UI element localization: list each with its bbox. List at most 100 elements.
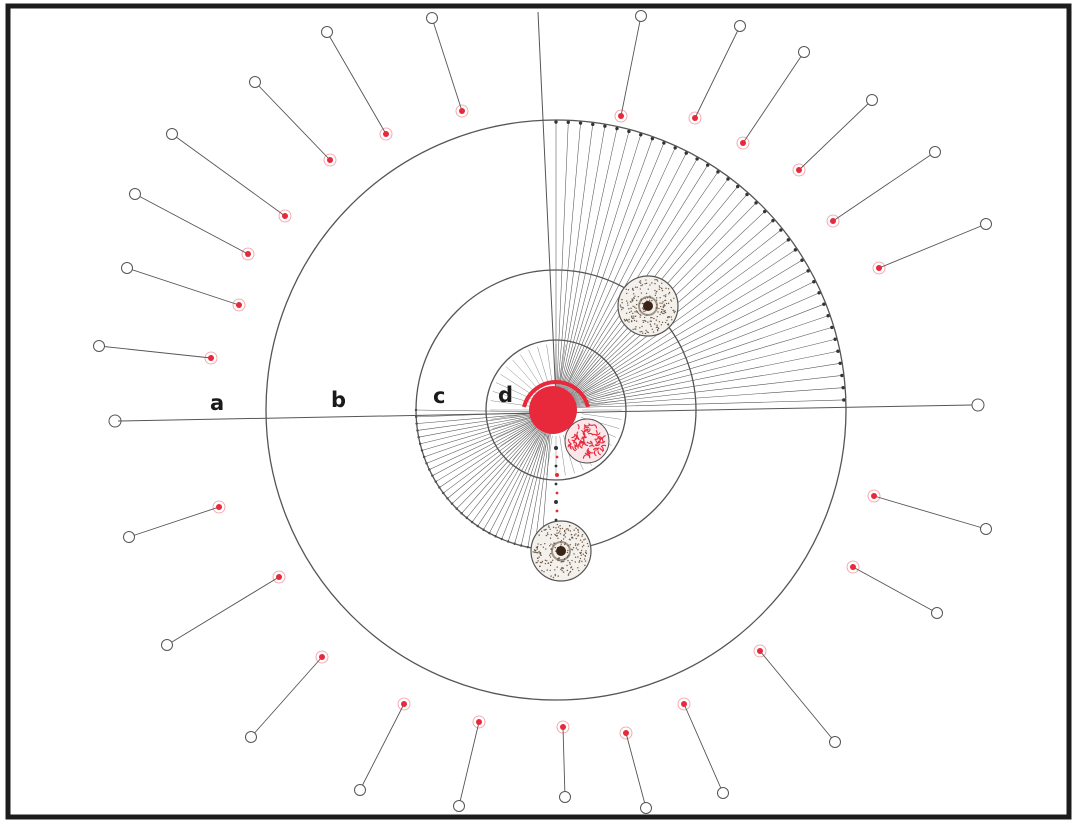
lower-fan-line	[527, 411, 553, 548]
inner-fan-line	[559, 344, 566, 385]
marker-star	[327, 157, 333, 163]
satellite-stipple	[650, 317, 652, 319]
satellite-stipple	[656, 330, 659, 332]
upper-fan-tick	[840, 373, 844, 378]
inner-fan-line	[546, 435, 553, 476]
satellite-stipple	[643, 310, 645, 313]
satellite-stipple	[625, 300, 628, 302]
satellite-stipple	[668, 293, 670, 295]
satellite-stipple	[667, 288, 670, 290]
satellite-stipple	[567, 549, 569, 552]
satellite-stipple	[554, 573, 556, 576]
upper-fan-line	[555, 124, 594, 409]
satellite-stipple	[533, 551, 536, 553]
satellite-stipple	[536, 547, 539, 549]
satellite-stipple	[641, 307, 644, 309]
satellite-stipple	[567, 529, 570, 531]
satellite-stipple	[631, 315, 633, 317]
satellite-stipple	[549, 528, 551, 530]
patterned-disc-squiggle	[599, 437, 604, 443]
marker-connector-line	[798, 99, 873, 171]
inner-fan-line	[528, 433, 546, 471]
marker-star	[459, 108, 465, 114]
satellite-stipple	[541, 569, 543, 572]
satellite-stipple	[625, 288, 627, 290]
satellite-stipple	[624, 320, 626, 322]
upper-fan-tick	[830, 325, 834, 330]
satellite-stipple	[658, 285, 661, 287]
patterned-disc-squiggle	[594, 443, 601, 447]
satellite-stipple	[552, 576, 555, 579]
patterned-disc-squiggle	[593, 424, 598, 429]
marker-end-circle	[426, 12, 438, 24]
patterned-disc	[564, 418, 610, 464]
upper-fan-tick	[800, 258, 804, 262]
satellite-stipple	[621, 298, 623, 301]
satellite-stipple	[621, 302, 623, 304]
satellite-stipple	[664, 296, 667, 298]
fan-line-group	[414, 120, 846, 551]
inner-fan-line	[520, 354, 543, 389]
satellite-stipple	[563, 560, 565, 563]
satellite-stipple	[537, 560, 539, 562]
satellite-stipple	[536, 548, 538, 550]
satellite-stipple	[670, 306, 672, 309]
satellite-stipple	[630, 310, 632, 312]
inner-fan-line	[520, 431, 543, 466]
lower-fan-line	[477, 411, 553, 527]
satellite-stipple	[671, 319, 673, 321]
marker-connector-line	[832, 151, 936, 222]
patterned-disc-squiggle	[582, 431, 586, 437]
satellite-stipple	[570, 567, 572, 569]
small-orbit-circle	[485, 339, 627, 481]
satellite-stipple	[538, 556, 540, 558]
satellite-stipple	[578, 569, 580, 572]
patterned-disc-squiggle	[588, 450, 594, 454]
satellite-stipple	[634, 286, 637, 288]
satellite-stipple	[645, 282, 648, 285]
patterned-disc-squiggle	[574, 444, 578, 451]
satellite-stipple	[580, 551, 582, 554]
upper-fan-line	[555, 327, 832, 409]
satellite-stipple	[556, 523, 558, 526]
satellite-stipple	[639, 331, 641, 333]
patterned-disc-squiggle	[571, 434, 576, 439]
marker-halo	[241, 247, 255, 261]
satellite-stipple	[656, 315, 658, 318]
patterned-disc-squiggle	[583, 428, 589, 432]
satellite-stipple	[562, 538, 565, 540]
lower-fan-line	[514, 411, 553, 544]
patterned-disc-squiggle	[586, 447, 590, 454]
upper-fan-tick	[726, 177, 730, 181]
inner-fan-line	[500, 374, 535, 397]
marker-halo	[614, 109, 628, 123]
satellite-stipple	[549, 556, 552, 558]
marker-halo	[826, 214, 840, 228]
central-red-disc	[529, 386, 577, 434]
satellite-stipple	[622, 307, 625, 309]
satellite-stipple	[562, 571, 565, 573]
satellite-stipple	[583, 558, 586, 560]
satellite-stipple	[569, 563, 571, 565]
satellite-stipple	[556, 534, 558, 537]
upper-fan-line	[555, 259, 803, 409]
satellite-stipple	[635, 310, 638, 312]
lower-fan-line	[534, 411, 553, 549]
satellite-stipple	[583, 539, 585, 541]
marker-connector-line	[852, 566, 938, 614]
satellite-stipple	[562, 567, 565, 569]
patterned-disc-squiggle	[596, 436, 603, 439]
marker-star	[757, 648, 763, 654]
satellite-stipple	[629, 301, 632, 303]
upper-fan-tick	[603, 124, 607, 128]
satellite-stipple	[549, 545, 551, 547]
satellite-stipple	[627, 289, 630, 291]
satellite-stipple	[655, 319, 658, 321]
inner-fan-line	[579, 382, 617, 400]
satellite-stipple	[573, 534, 576, 536]
satellite-stipple	[554, 569, 556, 571]
region-label-d: d	[498, 383, 513, 407]
satellite-stipple	[581, 533, 584, 536]
marker-halo	[232, 298, 246, 312]
satellite-stipple	[548, 526, 550, 529]
